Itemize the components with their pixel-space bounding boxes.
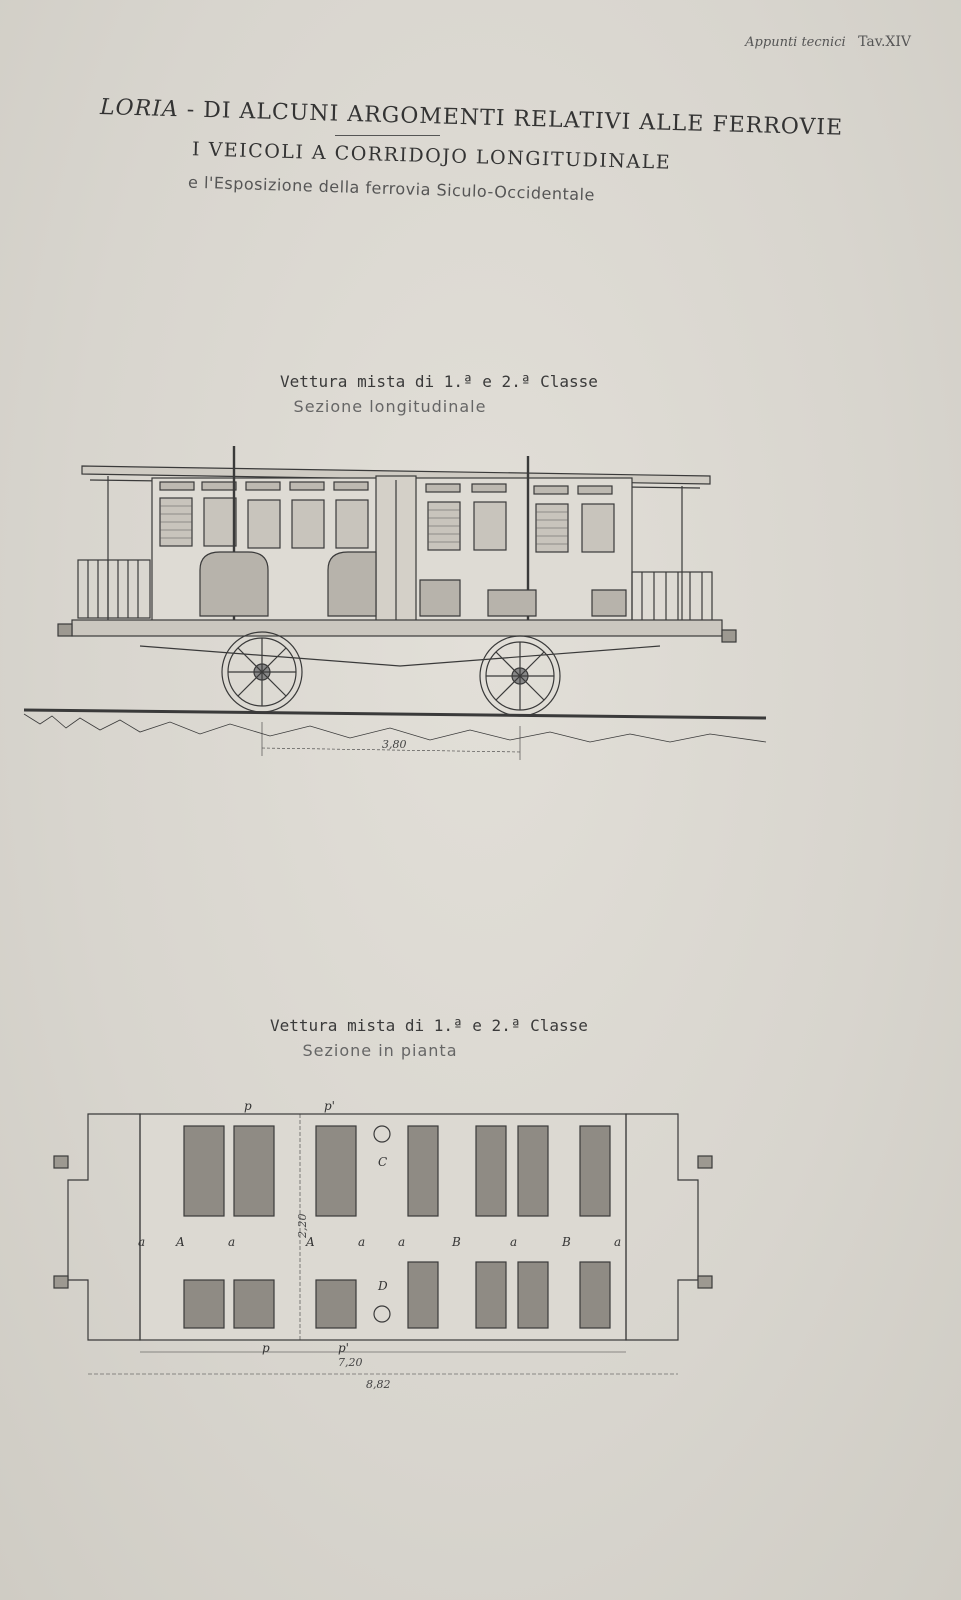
- label-A1: A: [175, 1235, 185, 1249]
- figure1-longitudinal-section: 3,80: [23, 446, 767, 760]
- main-title: LORIA - DI ALCUNI ARGOMENTI RELATIVI ALL…: [99, 95, 844, 141]
- label-length-total: 8,82: [366, 1378, 391, 1391]
- label-a1: a: [138, 1235, 145, 1249]
- label-A2: A: [305, 1235, 315, 1249]
- upper-window-row: [159, 481, 613, 495]
- plate-header: Appunti tecnici Tav.XIV: [745, 34, 911, 50]
- platform-railing-left: [77, 559, 151, 619]
- label-a4: a: [398, 1235, 405, 1249]
- seats: [199, 551, 627, 617]
- label-p-top: p: [244, 1100, 252, 1113]
- plan-labels: p p' a A a A a a B a B a C D p p' 2,20 7…: [138, 1100, 621, 1391]
- title-author: LORIA: [99, 95, 180, 123]
- platform-railing-right: [631, 571, 713, 623]
- label-B2: B: [561, 1235, 571, 1249]
- label-B1: B: [451, 1235, 461, 1249]
- label-C: C: [378, 1155, 387, 1169]
- label-a3: a: [358, 1235, 365, 1249]
- figure2-caption-block: Vettura mista di 1.ª e 2.ª Classe Sezion…: [270, 1016, 588, 1060]
- figure2-caption: Vettura mista di 1.ª e 2.ª Classe: [270, 1016, 588, 1035]
- label-p-prime-top: p': [324, 1100, 335, 1113]
- label-a5: a: [510, 1235, 517, 1249]
- figure2-plan-section: p p' a A a A a a B a B a C D p p' 2,20 7…: [53, 1100, 713, 1391]
- title-line2: I VEICOLI A CORRIDOJO LONGITUDINALE: [191, 138, 672, 174]
- label-p-bottom: p: [262, 1341, 270, 1355]
- figure1-caption: Vettura mista di 1.ª e 2.ª Classe: [280, 372, 598, 391]
- title-rule: [335, 135, 440, 136]
- ballast: [23, 713, 767, 743]
- title-line3: e l'Esposizione della ferrovia Siculo-Oc…: [187, 172, 596, 205]
- label-a6: a: [614, 1235, 621, 1249]
- plate-number: Tav.XIV: [858, 34, 911, 50]
- label-D: D: [377, 1279, 388, 1293]
- wheel-left: [221, 631, 303, 713]
- title-line1: - DI ALCUNI ARGOMENTI RELATIVI ALLE FERR…: [186, 97, 844, 141]
- figure1-caption-block: Vettura mista di 1.ª e 2.ª Classe Sezion…: [280, 372, 598, 416]
- label-length-inner: 7,20: [338, 1356, 363, 1369]
- label-p-prime-bottom: p': [338, 1341, 349, 1355]
- figure2-subcaption: Sezione in pianta: [302, 1041, 458, 1060]
- rail: [23, 708, 767, 720]
- underframe: [71, 619, 723, 637]
- plan-seats-bottom: [183, 1261, 611, 1329]
- label-a2: a: [228, 1235, 235, 1249]
- wheel-right: [479, 635, 561, 717]
- title-block: LORIA - DI ALCUNI ARGOMENTI RELATIVI ALL…: [100, 95, 844, 204]
- plan-seats-top: [183, 1125, 611, 1217]
- figure1-subcaption: Sezione longitudinale: [293, 397, 487, 416]
- label-width: 2,20: [296, 1214, 309, 1240]
- figure1-dimension: 3,80: [382, 738, 407, 751]
- series-name: Appunti tecnici: [745, 35, 846, 50]
